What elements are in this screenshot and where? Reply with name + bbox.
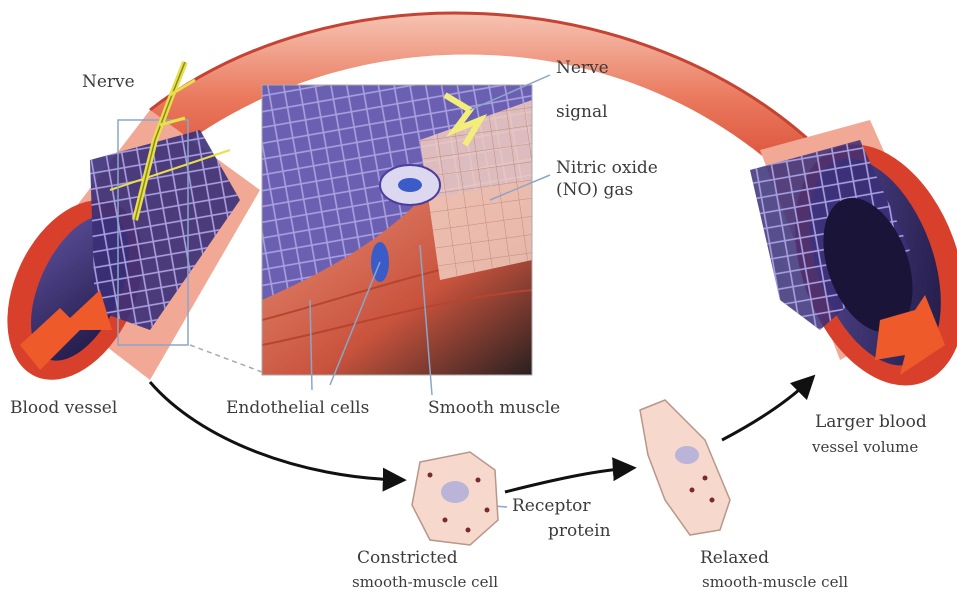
constricted-cell-label-line1: Constricted — [357, 548, 458, 568]
nerve-signal-label-line2: signal — [556, 102, 608, 122]
nitric-oxide-label-line1: Nitric oxide — [556, 158, 658, 178]
relaxed-cell — [640, 400, 730, 535]
relaxed-cell-label-line2: smooth-muscle cell — [702, 573, 848, 591]
smooth-muscle-label: Smooth muscle — [428, 398, 560, 418]
relaxed-vessel — [750, 120, 957, 409]
receptor-label-line1: Receptor — [512, 496, 591, 516]
larger-volume-label-line1: Larger blood — [815, 412, 927, 432]
nerve-label: Nerve — [82, 72, 135, 92]
constricted-cell-label-line2: smooth-muscle cell — [352, 573, 498, 591]
nitric-oxide-label-line2: (NO) gas — [556, 180, 633, 200]
blood-vessel-label: Blood vessel — [10, 398, 117, 418]
receptor-label-line2: protein — [548, 521, 611, 541]
constricted-cell — [412, 452, 498, 545]
endothelial-cells-label: Endothelial cells — [226, 398, 369, 418]
magnified-inset — [190, 85, 532, 375]
relaxed-cell-label-line1: Relaxed — [700, 548, 769, 568]
larger-volume-label-line2: vessel volume — [812, 438, 918, 456]
nerve-signal-label-line1: Nerve — [556, 58, 609, 78]
